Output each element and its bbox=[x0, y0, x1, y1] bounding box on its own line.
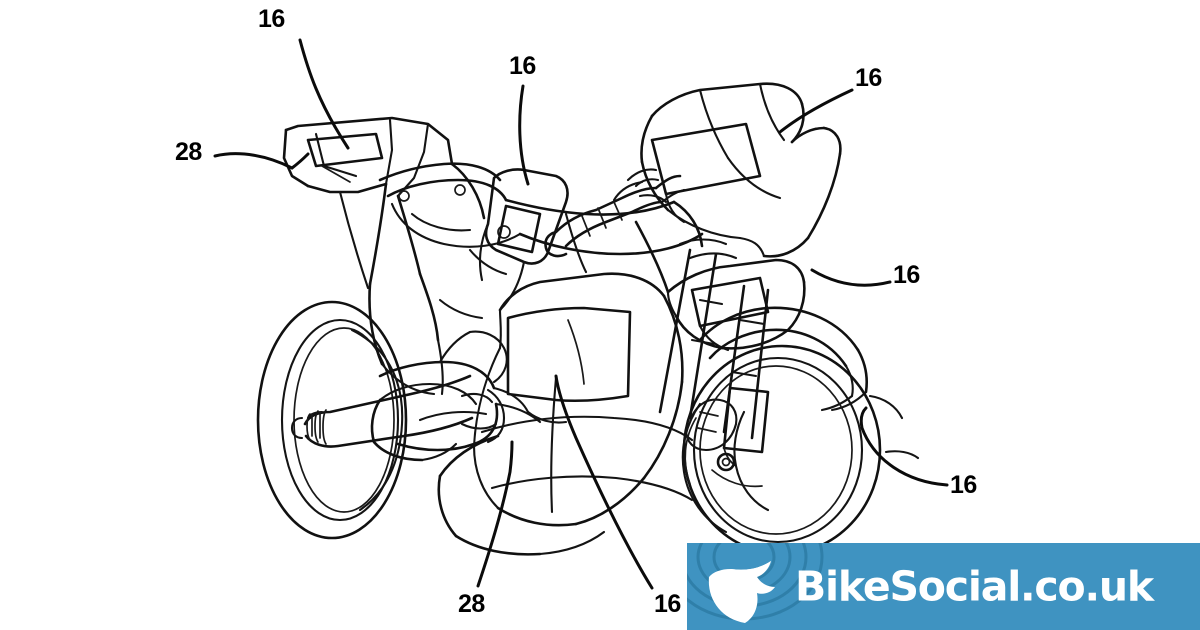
bikesocial-watermark: BikeSocial.co.uk bbox=[687, 543, 1200, 630]
leader-lines bbox=[213, 38, 949, 590]
side-fairing-group bbox=[472, 272, 694, 527]
front-wheel-group bbox=[681, 344, 882, 556]
reference-numeral-16-bottom: 16 bbox=[654, 590, 681, 618]
bellypan-group bbox=[306, 382, 606, 556]
leader-16-lower-right bbox=[859, 406, 949, 487]
rear-wheel-group bbox=[256, 300, 408, 540]
reference-numeral-28-bottom: 28 bbox=[458, 590, 485, 618]
reference-numeral-16-tank: 16 bbox=[509, 52, 536, 80]
front-fairing-group bbox=[640, 82, 842, 258]
reference-numeral-16-tail: 16 bbox=[258, 5, 285, 33]
leader-28-tail bbox=[213, 152, 310, 170]
reference-numeral-16-lower-right: 16 bbox=[950, 471, 977, 499]
leader-16-screen bbox=[778, 88, 854, 134]
swingarm-exhaust-group bbox=[290, 330, 568, 452]
seat-group bbox=[378, 162, 522, 248]
leader-16-bottom bbox=[554, 374, 654, 590]
bikesocial-swoosh-icon bbox=[708, 561, 775, 623]
tail-section-group bbox=[282, 116, 486, 396]
handlebar-group bbox=[544, 168, 686, 258]
leader-16-upper-right bbox=[810, 268, 892, 287]
leader-16-tank bbox=[518, 84, 530, 186]
reference-numeral-16-upper-right: 16 bbox=[893, 261, 920, 289]
reference-numeral-28-tail: 28 bbox=[175, 138, 202, 166]
watermark-brand-text: BikeSocial.co.uk bbox=[795, 562, 1154, 610]
reference-numeral-16-screen: 16 bbox=[855, 64, 882, 92]
misc-detail-lines bbox=[438, 180, 920, 460]
leader-28-bottom bbox=[476, 440, 514, 588]
leader-16-tail bbox=[298, 38, 350, 150]
